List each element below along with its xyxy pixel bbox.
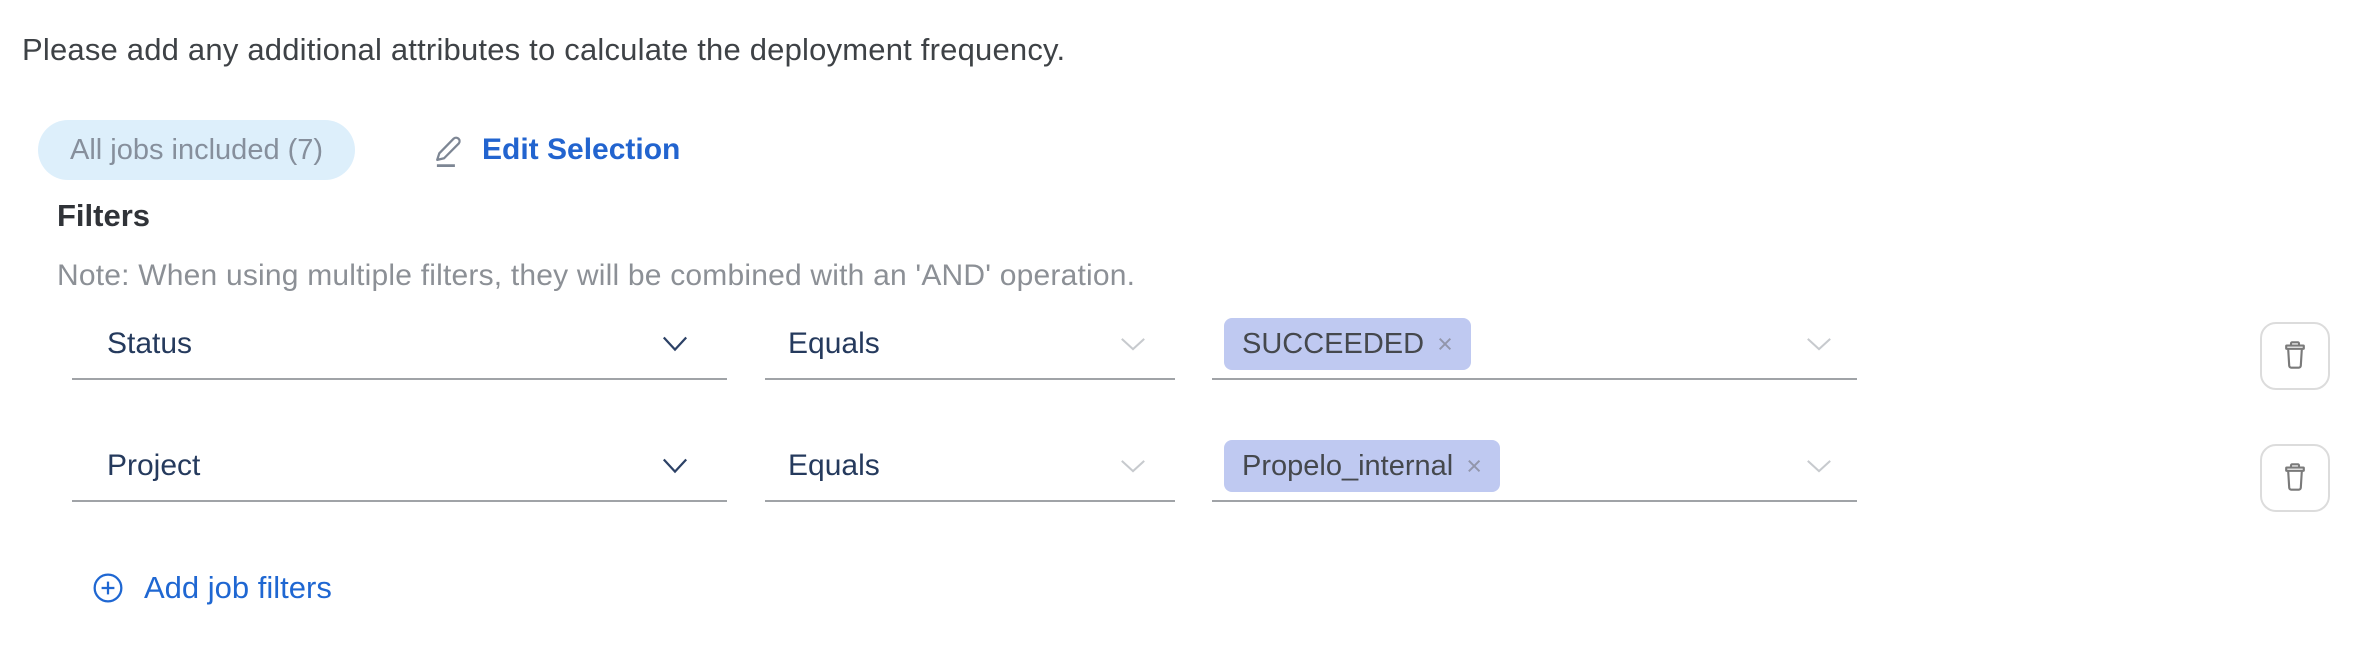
- chevron-down-icon: [1119, 336, 1147, 352]
- filter-row: Project Equals Propelo_internal ×: [0, 432, 2376, 512]
- chevron-down-icon: [1805, 336, 1833, 352]
- delete-filter-button[interactable]: [2260, 322, 2330, 390]
- trash-icon: [2279, 338, 2311, 374]
- field-select[interactable]: Status: [72, 310, 727, 380]
- value-select[interactable]: Propelo_internal ×: [1212, 432, 1857, 502]
- delete-filter-button[interactable]: [2260, 444, 2330, 512]
- remove-tag-icon[interactable]: ×: [1437, 328, 1453, 359]
- operator-select-value: Equals: [788, 449, 880, 482]
- chevron-down-icon: [661, 335, 689, 353]
- edit-pencil-icon: [433, 132, 466, 168]
- filter-row: Status Equals SUCCEEDED ×: [0, 310, 2376, 390]
- field-select-value: Status: [107, 327, 193, 360]
- jobs-included-badge: All jobs included (7): [38, 120, 356, 180]
- edit-selection-label: Edit Selection: [482, 133, 681, 166]
- remove-tag-icon[interactable]: ×: [1466, 450, 1482, 481]
- filters-note: Note: When using multiple filters, they …: [57, 259, 1136, 292]
- value-select[interactable]: SUCCEEDED ×: [1212, 310, 1857, 380]
- edit-selection-button[interactable]: Edit Selection: [433, 126, 680, 174]
- operator-select[interactable]: Equals: [765, 310, 1175, 380]
- chevron-down-icon: [661, 457, 689, 475]
- trash-icon: [2279, 460, 2311, 496]
- value-tag: SUCCEEDED ×: [1224, 318, 1471, 370]
- instruction-text: Please add any additional attributes to …: [22, 32, 1066, 67]
- field-select-value: Project: [107, 449, 201, 482]
- plus-circle-icon: [92, 572, 124, 604]
- filters-section-title: Filters: [57, 198, 151, 233]
- value-tag: Propelo_internal ×: [1224, 440, 1500, 492]
- chevron-down-icon: [1805, 458, 1833, 474]
- operator-select[interactable]: Equals: [765, 432, 1175, 502]
- add-job-filters-label: Add job filters: [144, 570, 332, 605]
- operator-select-value: Equals: [788, 327, 880, 360]
- add-job-filters-button[interactable]: Add job filters: [92, 570, 332, 606]
- value-tag-label: SUCCEEDED: [1242, 327, 1425, 360]
- value-tag-label: Propelo_internal: [1242, 449, 1454, 482]
- field-select[interactable]: Project: [72, 432, 727, 502]
- chevron-down-icon: [1119, 458, 1147, 474]
